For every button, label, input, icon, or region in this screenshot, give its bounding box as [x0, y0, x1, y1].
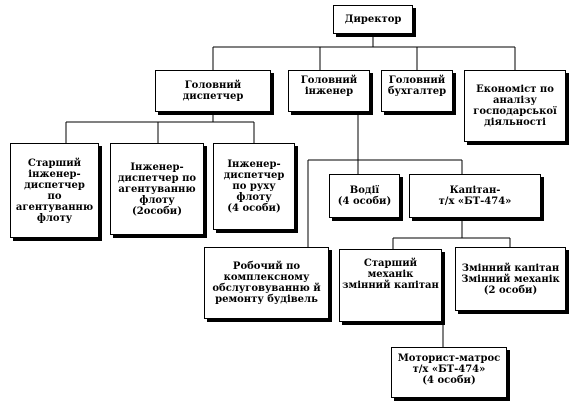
economist-box: Економіст по аналізу господарської діяль…: [464, 70, 566, 142]
chief-dispatcher-box: Головний диспетчер: [155, 70, 271, 112]
engineer-dispatcher-traffic-label: Інженер- диспетчер по руху флоту (4 особ…: [223, 159, 285, 214]
motorist-label: Моторист-матрос т/х «БТ-474» (4 особи): [397, 353, 501, 386]
senior-mechanic-label: Старший механік змінний капітан: [342, 258, 439, 291]
shift-captain-label: Змінний капітан Змінний механік (2 особи…: [461, 262, 560, 296]
chief-dispatcher-label: Головний диспетчер: [182, 80, 244, 102]
engineer-dispatcher-agency-box: Інженер- диспетчер по агентуванню флоту …: [110, 143, 204, 235]
director-label: Директор: [344, 14, 402, 25]
senior-engineer-dispatcher-label: Старший інженер- диспетчер по агентуванн…: [15, 157, 94, 224]
director-box: Директор: [333, 5, 413, 34]
captain-box: Капітан- т/х «БТ-474»: [409, 174, 541, 218]
chief-accountant-label: Головний бухгалтер: [387, 75, 447, 97]
motorist-box: Моторист-матрос т/х «БТ-474» (4 особи): [391, 347, 507, 398]
chief-accountant-box: Головний бухгалтер: [381, 70, 453, 112]
senior-engineer-dispatcher-box: Старший інженер- диспетчер по агентуванн…: [10, 143, 99, 238]
chief-engineer-label: Головний інженер: [300, 75, 358, 97]
shift-captain-box: Змінний капітан Змінний механік (2 особи…: [455, 247, 566, 311]
drivers-label: Водії (4 особи): [337, 185, 392, 207]
economist-label: Економіст по аналізу господарської діяль…: [473, 84, 557, 128]
drivers-box: Водії (4 особи): [329, 174, 400, 218]
worker-label: Робочий по комплексному обслуговуванню й…: [212, 261, 321, 305]
engineer-dispatcher-agency-label: Інженер- диспетчер по агентуванню флоту …: [117, 161, 197, 217]
worker-box: Робочий по комплексному обслуговуванню й…: [204, 247, 329, 319]
chief-engineer-box: Головний інженер: [288, 70, 370, 112]
engineer-dispatcher-traffic-box: Інженер- диспетчер по руху флоту (4 особ…: [213, 143, 295, 230]
captain-label: Капітан- т/х «БТ-474»: [438, 185, 512, 207]
senior-mechanic-box: Старший механік змінний капітан: [339, 249, 442, 322]
